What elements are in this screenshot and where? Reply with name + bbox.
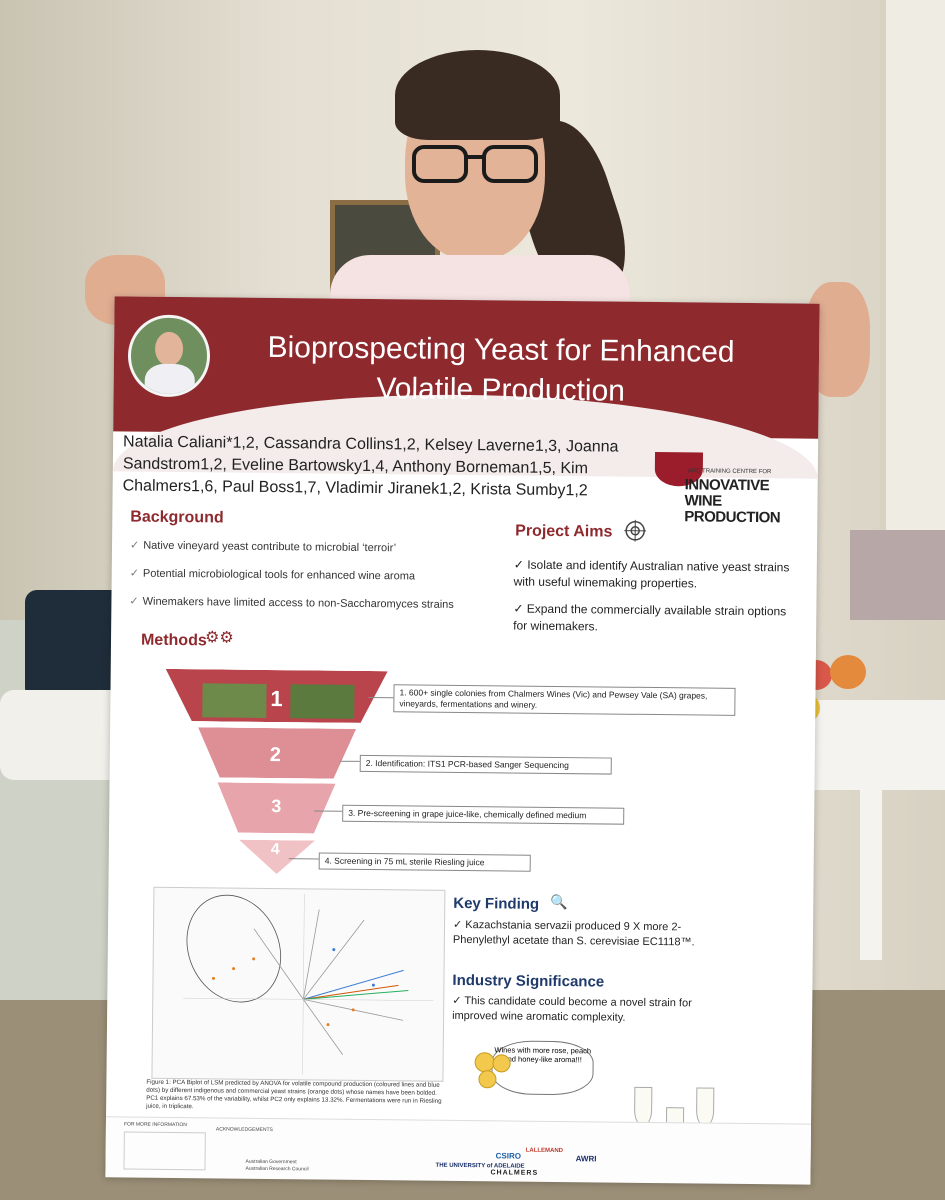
check-icon: ✓ [452, 994, 465, 1008]
funnel-step-number: 1 [270, 685, 283, 712]
key-finding-text: ✓ Kazachstania servazii produced 9 X mor… [452, 918, 695, 949]
poster-footer: FOR MORE INFORMATION ACKNOWLEDGEMENTS Au… [105, 1116, 812, 1185]
check-icon: ✓ [513, 557, 528, 572]
hair [395, 50, 560, 140]
key-finding-heading: Key Finding [453, 894, 540, 913]
logo-subtitle: ARC TRAINING CENTRE FOR [687, 468, 772, 476]
background-heading: Background [130, 508, 224, 527]
target-icon [624, 519, 647, 542]
magnifier-icon: 🔍 [550, 893, 568, 911]
authors-line-3: Chalmers1,6, Paul Boss1,7, Vladimir Jira… [122, 477, 588, 500]
aim-item: ✓ Expand the commercially available stra… [513, 601, 787, 634]
funnel-step-number: 4 [270, 840, 280, 859]
lallemand-logo: LALLEMAND [525, 1147, 564, 1155]
funnel-step-number: 3 [271, 796, 282, 817]
logo-text: INNOVATIVE WINE PRODUCTION [684, 476, 781, 527]
background-item: ✓Potential microbiological tools for enh… [129, 567, 416, 583]
check-icon: ✓ [129, 595, 139, 608]
acknowledgements-label: ACKNOWLEDGEMENTS [215, 1126, 273, 1134]
check-icon: ✓ [453, 918, 466, 932]
vineyard-photo [290, 684, 355, 719]
gov-logo-text: Australian Government [245, 1158, 297, 1166]
background-item: ✓Winemakers have limited access to non-S… [129, 595, 454, 611]
industry-significance-heading: Industry Significance [452, 971, 605, 991]
gear-icon: ⚙⚙ [204, 629, 234, 647]
research-poster: Bioprospecting Yeast for Enhanced Volati… [105, 296, 820, 1185]
wine-glass-icon [695, 1087, 715, 1126]
glasses [412, 145, 538, 183]
connector-line [339, 760, 360, 762]
aim-item: ✓ Isolate and identify Australian native… [513, 557, 790, 591]
method-step-box: 1. 600+ single colonies from Chalmers Wi… [393, 684, 736, 716]
author-list: Natalia Caliani*1,2, Cassandra Collins1,… [123, 431, 644, 502]
poster-title: Bioprospecting Yeast for Enhanced Volati… [205, 327, 796, 413]
title-line-1: Bioprospecting Yeast for Enhanced [267, 330, 735, 369]
figure-caption: Figure 1: PCA Biplot of LSM predicted by… [146, 1078, 442, 1111]
pca-biplot-figure [151, 886, 446, 1082]
methods-heading: Methods [140, 631, 207, 650]
background-item: ✓Native vineyard yeast contribute to mic… [129, 539, 397, 555]
smiley-face-icon [492, 1054, 511, 1073]
method-step-box: 3. Pre-screening in grape juice-like, ch… [342, 804, 625, 825]
vineyard-photo [202, 683, 267, 718]
check-icon: ✓ [129, 567, 140, 580]
method-step-box: 4. Screening in 75 mL sterile Riesling j… [318, 852, 531, 872]
industry-significance-text: ✓ This candidate could become a novel st… [452, 994, 692, 1024]
more-info-label: FOR MORE INFORMATION [123, 1121, 187, 1129]
csiro-logo: CSIRO [495, 1151, 522, 1161]
background-bed [850, 530, 945, 620]
method-step-box: 2. Identification: ITS1 PCR-based Sanger… [359, 754, 612, 775]
chalmers-logo: CHALMERS [490, 1169, 539, 1177]
check-icon: ✓ [129, 539, 140, 552]
table-leg [860, 790, 882, 960]
check-icon: ✓ [513, 601, 527, 616]
author-portrait [127, 314, 211, 398]
arc-logo-text: Australian Research Council [245, 1165, 309, 1173]
wine-glass-icon [633, 1086, 653, 1126]
smiley-face-icon [478, 1070, 497, 1089]
doorway [880, 0, 945, 560]
project-aims-heading: Project Aims [515, 522, 613, 541]
awri-logo: AWRI [575, 1154, 597, 1164]
funnel-step-number: 2 [269, 743, 282, 767]
title-line-2: Volatile Production [376, 372, 626, 408]
qr-placeholder [123, 1131, 206, 1171]
